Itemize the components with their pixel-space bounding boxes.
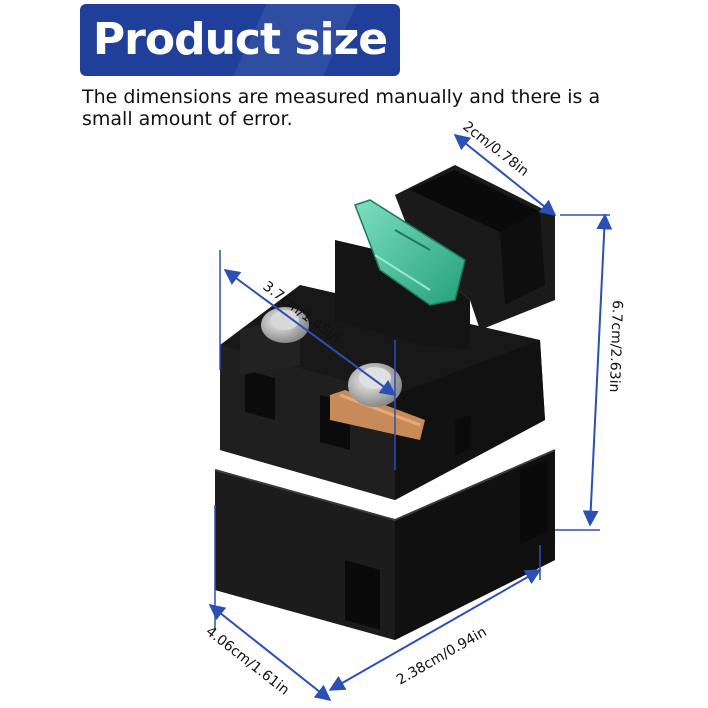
dim-line-diagonal <box>223 269 397 396</box>
banner-title: Product size <box>92 14 388 65</box>
dim-line-top-width <box>453 134 557 216</box>
dim-line-height <box>582 213 613 527</box>
title-banner: Product size <box>80 4 400 76</box>
dim-label-height: 6.7cm/2.63in <box>606 300 625 393</box>
dimension-lines <box>208 134 613 701</box>
dim-line-width <box>328 569 542 691</box>
dim-label-top-width: 2cm/0.78in <box>460 119 532 180</box>
dim-line-depth <box>208 604 332 701</box>
measurement-note: The dimensions are measured manually and… <box>82 86 601 130</box>
dim-label-width: 2.38cm/0.94in <box>394 624 490 688</box>
